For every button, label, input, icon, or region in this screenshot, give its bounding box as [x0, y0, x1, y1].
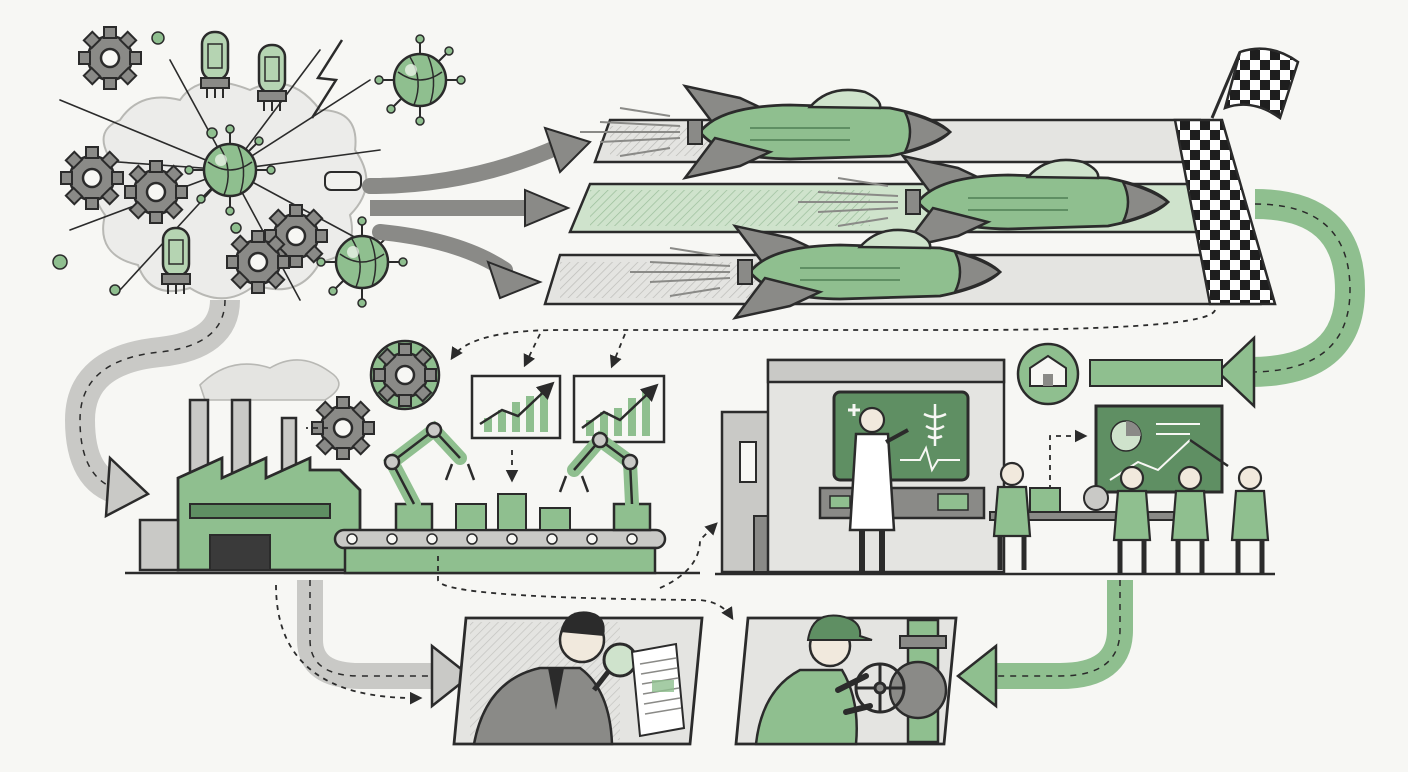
doctor-figure: [848, 406, 909, 572]
vacuum-tube-icon: [199, 30, 231, 100]
gear-icon: [123, 159, 189, 225]
industry-to-analyst-arrow: [275, 580, 473, 709]
lightning-icon: [310, 39, 344, 119]
vacuum-tube-icon: [256, 43, 288, 113]
teacher-figure: [1232, 467, 1268, 574]
services-to-worker-arrow: [955, 580, 1133, 709]
gear-icon: [225, 229, 291, 295]
hospital-and-classroom: [715, 358, 1275, 574]
robot-arm-icon: [558, 430, 652, 532]
origin-to-race-arrows: [362, 126, 592, 300]
gear-icon: [310, 395, 376, 461]
finish-line: [1173, 118, 1277, 306]
gear-icon: [59, 145, 125, 211]
gear-icon: [77, 25, 143, 91]
pipe-maintenance: [734, 614, 958, 746]
document-inspection: [452, 611, 704, 746]
rocket-icon: [578, 84, 952, 180]
conveyor-belt-icon: [333, 493, 667, 575]
data-sheet: [630, 642, 686, 738]
rocket-race: [543, 47, 1300, 320]
checkered-flag-icon: [1210, 47, 1300, 121]
vacuum-tube-icon: [160, 226, 192, 296]
valve-wheel-icon: [854, 662, 906, 714]
factory-icon: [138, 398, 362, 572]
industry-to-worker-connectors: [437, 522, 734, 621]
gear-icon: [372, 342, 438, 408]
factory-automation: [125, 339, 700, 575]
robot-arm-icon: [383, 420, 476, 532]
origin-to-industry-arrow: [65, 299, 240, 519]
origin-explosion: [52, 25, 467, 309]
virus-orb-icon: [373, 33, 467, 127]
race-to-industry-connectors: [450, 309, 1216, 369]
growth-chart-icon: [470, 374, 562, 440]
caduceus-icon: [923, 404, 947, 446]
growth-chart-icon: [572, 374, 666, 444]
rocket-icon: [796, 154, 1170, 250]
race-to-services-arrow: [1016, 189, 1365, 409]
